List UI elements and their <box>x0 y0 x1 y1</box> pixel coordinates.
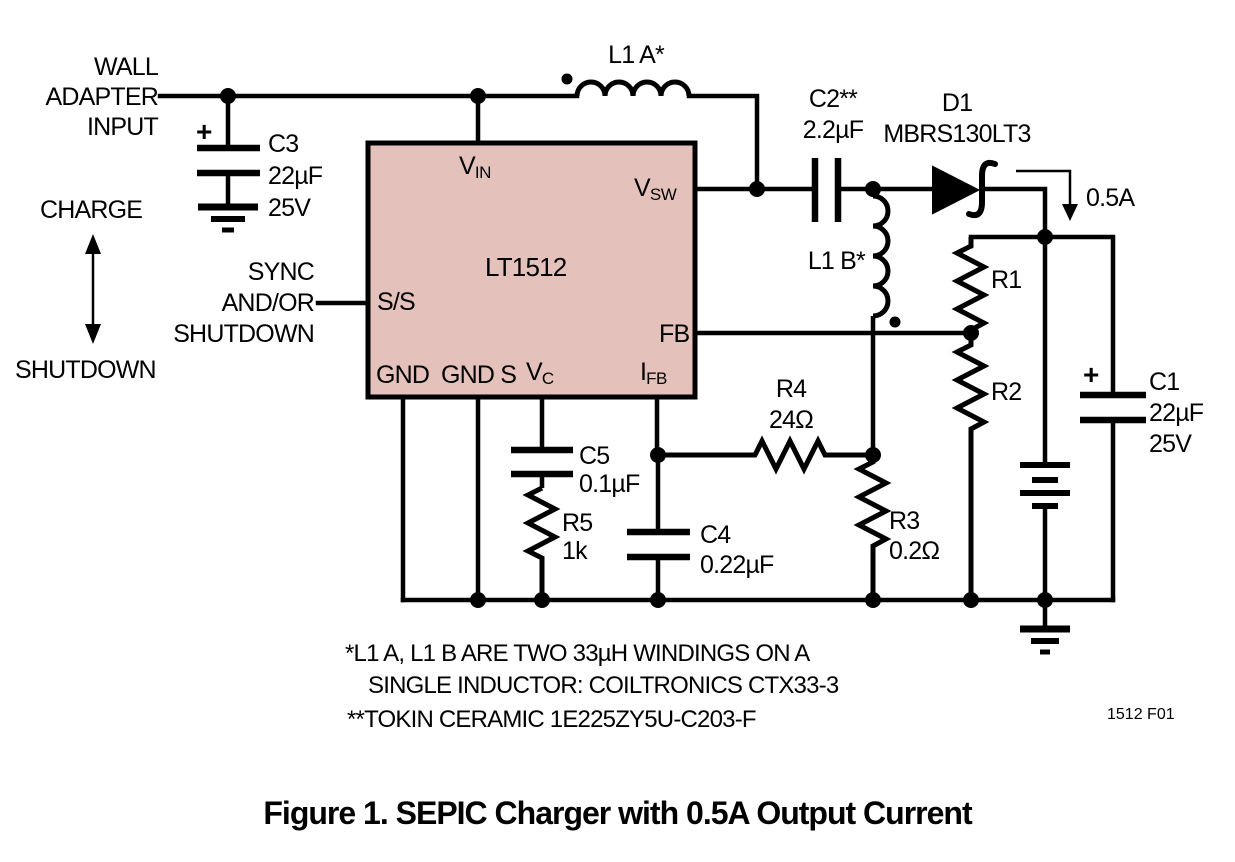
r3-value: 0.2Ω <box>889 537 940 565</box>
c2-label: C2** 2.2µF <box>780 84 886 146</box>
c5-capacitor <box>511 398 573 488</box>
junction-dots <box>220 88 1053 608</box>
adapter-line: ADAPTER <box>45 83 159 111</box>
sync-line: SYNC <box>247 258 315 286</box>
c1-ref: C1 <box>1149 368 1180 396</box>
c1-value: 22µF <box>1149 399 1204 427</box>
output-current-arrow <box>1016 169 1078 221</box>
c1-label: C1 22µF 25V <box>1149 367 1204 460</box>
c3-ground-symbol <box>198 203 258 233</box>
c2-capacitor <box>811 158 842 222</box>
chip-body <box>365 140 698 400</box>
chip-pin-ss-label: S/S <box>377 288 416 316</box>
chip-pin-gnd2-label: GND S <box>441 361 517 389</box>
c1-capacitor <box>1080 391 1146 424</box>
c3-value: 22µF <box>268 162 323 190</box>
figure-code: 1512 F01 <box>1107 706 1175 723</box>
d1-label: D1 MBRS130LT3 <box>873 88 1041 150</box>
r2-label: R2 <box>991 378 1022 406</box>
c4-label: C4 0.22µF <box>700 520 774 580</box>
d1-ref: D1 <box>941 89 973 117</box>
c3-ref: C3 <box>268 130 299 158</box>
r3-ref: R3 <box>889 507 920 535</box>
c2-value: 2.2µF <box>802 116 864 144</box>
r5-resistor <box>522 485 561 600</box>
sync-shutdown-label: SYNC AND/OR SHUTDOWN <box>118 257 315 350</box>
r1-resistor <box>951 237 990 333</box>
c2-ref: C2** <box>808 85 858 113</box>
l1a-label: L1 A* <box>608 41 665 69</box>
c1-voltage: 25V <box>1149 430 1192 458</box>
r3-resistor <box>853 455 892 600</box>
r5-label: R5 1k <box>562 509 593 565</box>
c3-voltage: 25V <box>268 194 311 222</box>
wall-line: WALL <box>94 53 159 81</box>
l1a-phase-dot <box>561 73 573 85</box>
chip-pin-vc-label: VC <box>526 358 554 389</box>
chip-pin-gnd1-label: GND <box>376 361 430 389</box>
r5-ref: R5 <box>562 509 593 537</box>
r5-value: 1k <box>562 537 588 565</box>
l1a-out-wire <box>686 93 760 192</box>
figure-caption: Figure 1. SEPIC Charger with 0.5A Output… <box>263 795 972 831</box>
l1b-phase-dot <box>889 316 901 328</box>
r4-resistor <box>658 435 873 475</box>
l1b-inductor <box>870 189 901 455</box>
d1-diode <box>932 159 998 219</box>
c3-plus-sign: + <box>196 116 213 147</box>
c5-ref: C5 <box>579 442 610 470</box>
charge-label: CHARGE <box>40 196 143 224</box>
r1-label: R1 <box>991 266 1022 294</box>
note-line-2: SINGLE INDUCTOR: COILTRONICS CTX33-3 <box>368 672 839 699</box>
r4-value: 24Ω <box>768 406 814 434</box>
r2-resistor <box>951 333 990 600</box>
r4-label: R4 24Ω <box>740 374 842 436</box>
c4-ref: C4 <box>700 521 731 549</box>
note-line-1: *L1 A, L1 B ARE TWO 33µH WINDINGS ON A <box>345 640 810 667</box>
c1-plus-sign: + <box>1083 359 1100 390</box>
d1-out-wire <box>981 186 1048 240</box>
c3-label: C3 22µF 25V <box>268 128 323 224</box>
shutdown-line: SHUTDOWN <box>173 320 315 348</box>
r4-ref: R4 <box>775 375 807 403</box>
chip-pin-vsw-label: VSW <box>634 174 677 205</box>
l1b-label: L1 B* <box>807 247 866 275</box>
wall-adapter-label: WALL ADAPTER INPUT <box>20 52 159 142</box>
output-current-label: 0.5A <box>1086 184 1135 212</box>
r3-label: R3 0.2Ω <box>889 506 940 566</box>
chip-pin-ifb-label: IFB <box>640 358 667 389</box>
chip-name-label: LT1512 <box>485 252 567 282</box>
c5-label: C5 0.1µF <box>579 442 640 498</box>
note-line-3: **TOKIN CERAMIC 1E225ZY5U-C203-F <box>347 706 757 733</box>
l1a-inductor <box>561 73 692 97</box>
shutdown-label: SHUTDOWN <box>15 356 157 384</box>
input-line: INPUT <box>86 113 159 141</box>
chip-pin-vin-label: VIN <box>459 152 491 183</box>
battery-symbol <box>1020 462 1070 509</box>
c3-capacitor <box>197 96 260 206</box>
andor-line: AND/OR <box>221 289 315 317</box>
d1-part: MBRS130LT3 <box>883 120 1031 148</box>
c4-value: 0.22µF <box>700 551 774 579</box>
chip-pin-fb-label: FB <box>659 320 690 348</box>
charge-shutdown-arrow <box>85 234 101 344</box>
c5-value: 0.1µF <box>579 470 640 498</box>
